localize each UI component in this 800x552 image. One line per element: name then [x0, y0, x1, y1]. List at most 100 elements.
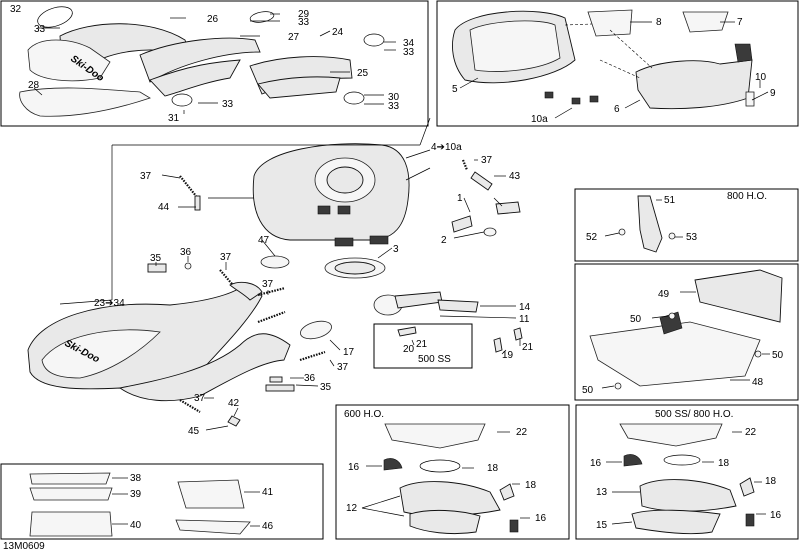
- 600ho-drawing: [361, 423, 530, 535]
- panel-muffler-guards: [0, 0, 429, 127]
- label-1: 1: [457, 193, 463, 204]
- label-10a-top: 10a: [531, 114, 548, 125]
- label-24: 24: [332, 27, 344, 38]
- label-18-c: 18: [718, 458, 730, 469]
- figure-code: 13M0609: [3, 541, 45, 552]
- label-33-c: 33: [403, 47, 415, 58]
- label-52: 52: [586, 232, 598, 243]
- label-3: 3: [393, 244, 399, 255]
- label-51: 51: [664, 195, 676, 206]
- label-37-d: 37: [262, 279, 274, 290]
- deflector-drawing: [589, 269, 783, 390]
- label-39: 39: [130, 489, 142, 500]
- label-30: 30: [388, 92, 400, 103]
- label-37-c: 37: [220, 252, 232, 263]
- label-6: 6: [614, 104, 620, 115]
- label-33-d: 33: [222, 99, 234, 110]
- label-8: 8: [656, 17, 662, 28]
- label-48: 48: [752, 377, 764, 388]
- panel-500ss: [373, 323, 473, 369]
- label-41: 41: [262, 487, 274, 498]
- panel-800ho: [574, 188, 799, 262]
- leaders-panel-2: [459, 21, 769, 119]
- label-36-a: 36: [180, 247, 192, 258]
- label-53: 53: [686, 232, 698, 243]
- label-500ss-800ho: 500 SS/ 800 H.O.: [655, 409, 733, 420]
- label-37-a: 37: [140, 171, 152, 182]
- label-16-c: 16: [590, 458, 602, 469]
- label-21-b: 21: [522, 342, 534, 353]
- panel-heat-shields: [436, 0, 799, 127]
- label-50-b: 50: [772, 350, 784, 361]
- label-600ho: 600 H.O.: [344, 409, 384, 420]
- exhaust-pipe-drawing: Ski-Doo: [27, 281, 479, 402]
- label-26: 26: [207, 14, 219, 25]
- label-12: 12: [346, 503, 358, 514]
- label-34: 34: [403, 38, 415, 49]
- label-36-b: 36: [304, 373, 316, 384]
- label-42: 42: [228, 398, 240, 409]
- label-2: 2: [441, 235, 447, 246]
- leaders-main: [59, 117, 521, 431]
- springs-and-hardware: [147, 159, 523, 427]
- panel-500ss-800ho: [575, 404, 799, 540]
- label-33-e: 33: [388, 101, 400, 112]
- label-37-f: 37: [194, 393, 206, 404]
- label-14: 14: [519, 302, 531, 313]
- label-16-a: 16: [348, 462, 360, 473]
- decals-drawing: [29, 472, 260, 537]
- muffler-drawing: [252, 143, 410, 279]
- label-22-b: 22: [745, 427, 757, 438]
- label-800ho: 800 H.O.: [727, 191, 767, 202]
- label-13: 13: [596, 487, 608, 498]
- label-18-b: 18: [525, 480, 537, 491]
- label-32: 32: [10, 4, 22, 15]
- label-50-c: 50: [582, 385, 594, 396]
- label-46: 46: [262, 521, 274, 532]
- label-18-d: 18: [765, 476, 777, 487]
- label-33-a: 33: [34, 24, 46, 35]
- muffler-guard-drawing: Ski-Doo: [19, 6, 385, 117]
- panel-decals: [0, 463, 324, 540]
- label-17: 17: [343, 347, 355, 358]
- label-7: 7: [737, 17, 743, 28]
- label-500ss: 500 SS: [418, 354, 451, 365]
- label-40: 40: [130, 520, 142, 531]
- 500ss-800ho-drawing: [606, 423, 766, 535]
- panel-heat-deflector: [574, 263, 799, 401]
- label-49: 49: [658, 289, 670, 300]
- label-38: 38: [130, 473, 142, 484]
- label-16-d: 16: [770, 510, 782, 521]
- label-50-a: 50: [630, 314, 642, 325]
- label-11: 11: [519, 314, 530, 325]
- label-15: 15: [596, 520, 608, 531]
- label-25: 25: [357, 68, 369, 79]
- label-18-a: 18: [487, 463, 499, 474]
- label-20: 20: [403, 344, 415, 355]
- label-33-b: 33: [298, 17, 310, 28]
- label-4-10a: 4➔10a: [431, 142, 462, 153]
- label-45: 45: [188, 426, 200, 437]
- panel-600ho: [335, 404, 570, 540]
- label-22-a: 22: [516, 427, 528, 438]
- label-43: 43: [509, 171, 521, 182]
- label-29: 29: [298, 9, 310, 20]
- bracket-drawing: [604, 195, 683, 253]
- label-23-34: 23➔34: [94, 298, 125, 309]
- label-35-a: 35: [150, 253, 162, 264]
- label-5: 5: [452, 84, 458, 95]
- label-28: 28: [28, 80, 40, 91]
- label-21-a: 21: [416, 339, 428, 350]
- label-9: 9: [770, 88, 776, 99]
- label-16-b: 16: [535, 513, 547, 524]
- label-35-b: 35: [320, 382, 332, 393]
- heat-shield-drawing: [452, 9, 755, 110]
- label-37-b: 37: [481, 155, 493, 166]
- label-31: 31: [168, 113, 180, 124]
- label-10-top: 10: [755, 72, 767, 83]
- label-37-e: 37: [337, 362, 349, 373]
- leaders-panel-1: [33, 13, 396, 114]
- label-27: 27: [288, 32, 300, 43]
- label-47: 47: [258, 235, 270, 246]
